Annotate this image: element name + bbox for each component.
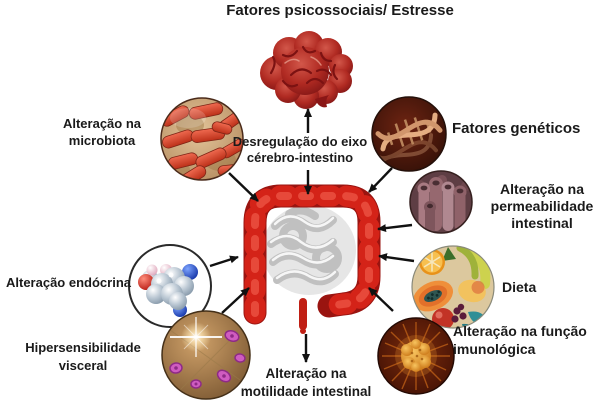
arrow-diet-to-gut <box>378 253 415 263</box>
immune-cell-icon <box>377 317 455 395</box>
visceral-cells-icon <box>161 310 251 400</box>
psychosocial-stress-label: Fatores psicossociais/ Estresse <box>226 2 454 19</box>
arrow-endocrine-to-gut <box>209 255 239 268</box>
arrows <box>209 108 415 363</box>
brain-gut-axis-label: Desregulação do eixo cérebro-intestino <box>232 134 368 165</box>
molecule-icon <box>128 244 212 328</box>
endocrine-alteration-label: Alteração endócrina <box>6 275 131 290</box>
genetic-factors-label: Fatores genéticos <box>452 120 581 137</box>
dna-icon <box>371 96 447 172</box>
arrow-genetics-to-gut <box>368 167 393 193</box>
immune-function-label: Alteração na função imunológica <box>453 323 587 357</box>
intestine-icon <box>243 184 381 334</box>
arrow-immune-to-gut <box>368 287 394 312</box>
microbiota-label: Alteração na microbiota <box>62 116 142 148</box>
fruits-icon <box>411 245 495 329</box>
arrow-permeability-to-gut <box>377 223 413 233</box>
visceral-hypersensitivity-label: Hipersensibilidade visceral <box>25 340 141 373</box>
bacteria-icon <box>160 97 244 181</box>
intestinal-permeability-label: Alteração na permeabilidade intestinal <box>490 181 594 231</box>
arrow-visceral-to-gut <box>221 287 250 314</box>
brain-icon <box>260 31 353 109</box>
intestinal-motility-label: Alteração na motilidade intestinal <box>240 366 372 399</box>
arrow-microbiota-to-gut <box>228 172 259 202</box>
intestinal-villi-icon <box>409 170 473 234</box>
diet-label: Dieta <box>502 279 537 295</box>
